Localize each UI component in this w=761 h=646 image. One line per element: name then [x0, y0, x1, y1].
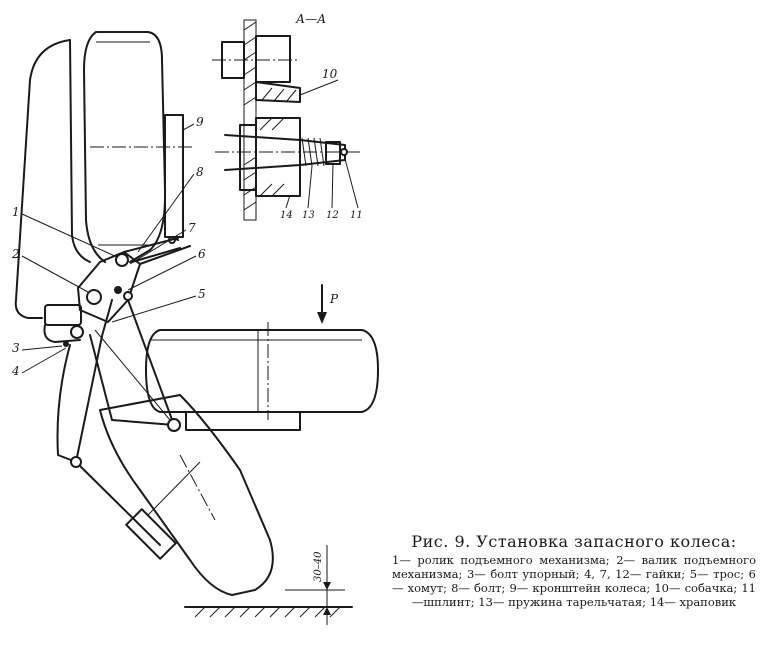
caption-title: Рис. 9. Установка запасного колеса:	[411, 532, 737, 551]
force-arrow: P	[317, 284, 339, 324]
ground-line	[184, 589, 353, 618]
wheel-bracket	[164, 114, 184, 244]
part-label-9: 9	[196, 115, 204, 129]
part-label-3: 3	[12, 341, 20, 355]
part-label-14: 14	[280, 210, 293, 221]
part-label-1: 1	[12, 205, 20, 219]
part-label-7: 7	[188, 221, 196, 235]
part-label-2: 2	[11, 247, 20, 261]
part-label-6: 6	[198, 247, 206, 261]
part-label-13: 13	[302, 210, 315, 221]
force-label: P	[329, 292, 339, 306]
part-label-11: 11	[350, 210, 363, 221]
vehicle-body	[14, 39, 91, 343]
part-label-10: 10	[322, 67, 338, 81]
spare-wheel-stowed	[83, 31, 192, 263]
part-label-4: 4	[11, 364, 20, 378]
section-a-a: А—А	[212, 12, 360, 221]
spare-wheel-tilted	[99, 394, 274, 596]
part-callouts: 1 2 3 4 5 6 7 8 9 10 14 13 12 11	[11, 67, 363, 378]
part-label-5: 5	[198, 287, 206, 301]
part-label-12: 12	[326, 210, 339, 221]
figure-caption: Рис. 9. Установка запасного колеса: 1— р…	[392, 532, 756, 609]
lifting-mechanism	[63, 237, 191, 347]
caption-legend: 1— ролик подъемного механизма; 2— валик …	[392, 553, 756, 609]
clearance-dimension: 30–40	[313, 545, 331, 625]
lowering-frame	[56, 299, 181, 560]
spare-wheel-lowered	[145, 322, 379, 431]
dimension-label: 30–40	[313, 551, 324, 582]
part-label-8: 8	[196, 165, 204, 179]
section-label: А—А	[295, 12, 326, 26]
